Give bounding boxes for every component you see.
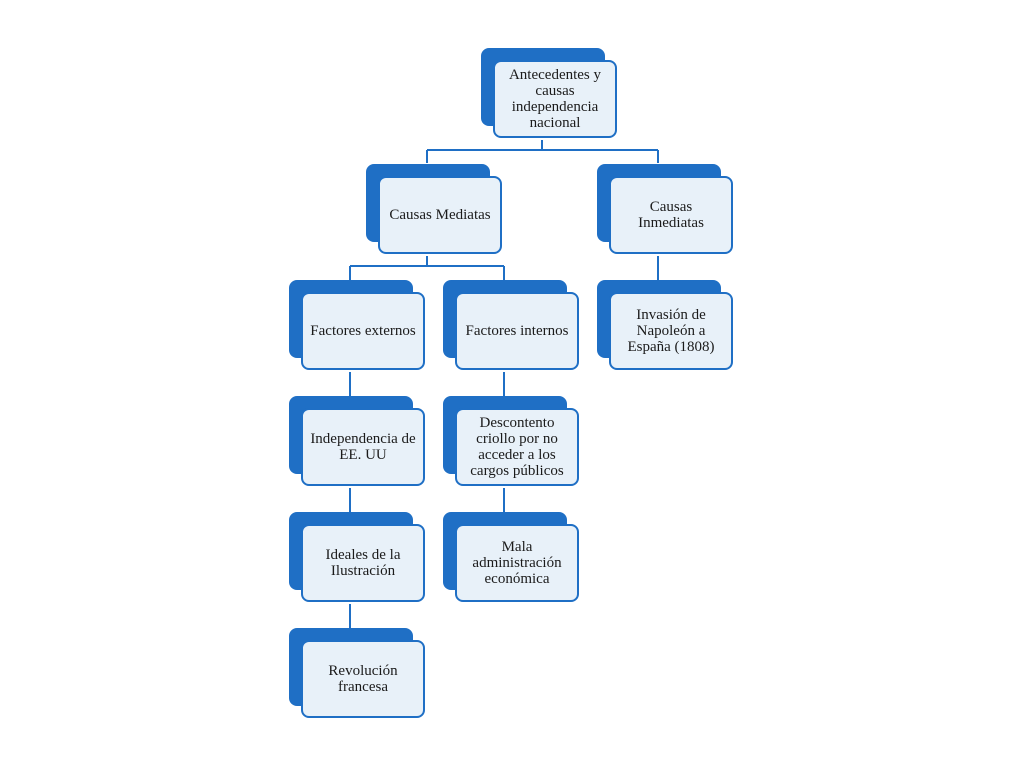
node-label: Descontento criollo por no acceder a los… [470,415,564,479]
node-label: Invasión de Napoleón a España (1808) [627,307,715,355]
node-box: Mala administración económica [455,524,579,602]
node-box: Factores externos [301,292,425,370]
node-causas-inmediatas: Causas Inmediatas [597,164,735,256]
node-label: Causas Mediatas [389,207,491,223]
node-causas-mediatas: Causas Mediatas [366,164,504,256]
node-box: Descontento criollo por no acceder a los… [455,408,579,486]
node-label: Independencia de EE. UU [310,431,416,463]
node-label: Mala administración económica [472,539,562,587]
node-box: Causas Mediatas [378,176,502,254]
node-label: Factores internos [465,323,569,339]
node-box: Revolución francesa [301,640,425,718]
node-descontento-criollo: Descontento criollo por no acceder a los… [443,396,581,488]
node-ideales-ilustracion: Ideales de la Ilustración [289,512,427,604]
node-box: Antecedentes y causas independencia naci… [493,60,617,138]
node-box: Independencia de EE. UU [301,408,425,486]
node-box: Causas Inmediatas [609,176,733,254]
node-label: Factores externos [310,323,416,339]
node-label: Antecedentes y causas independencia naci… [508,67,602,131]
node-root: Antecedentes y causas independencia naci… [481,48,619,140]
node-mala-administracion: Mala administración económica [443,512,581,604]
node-factores-internos: Factores internos [443,280,581,372]
node-independencia-eeuu: Independencia de EE. UU [289,396,427,488]
node-label: Causas Inmediatas [638,199,704,231]
node-box: Factores internos [455,292,579,370]
node-label: Revolución francesa [328,663,398,695]
node-factores-externos: Factores externos [289,280,427,372]
node-label: Ideales de la Ilustración [325,547,401,579]
node-box: Invasión de Napoleón a España (1808) [609,292,733,370]
node-revolucion-francesa: Revolución francesa [289,628,427,720]
node-invasion-napoleon: Invasión de Napoleón a España (1808) [597,280,735,372]
node-box: Ideales de la Ilustración [301,524,425,602]
